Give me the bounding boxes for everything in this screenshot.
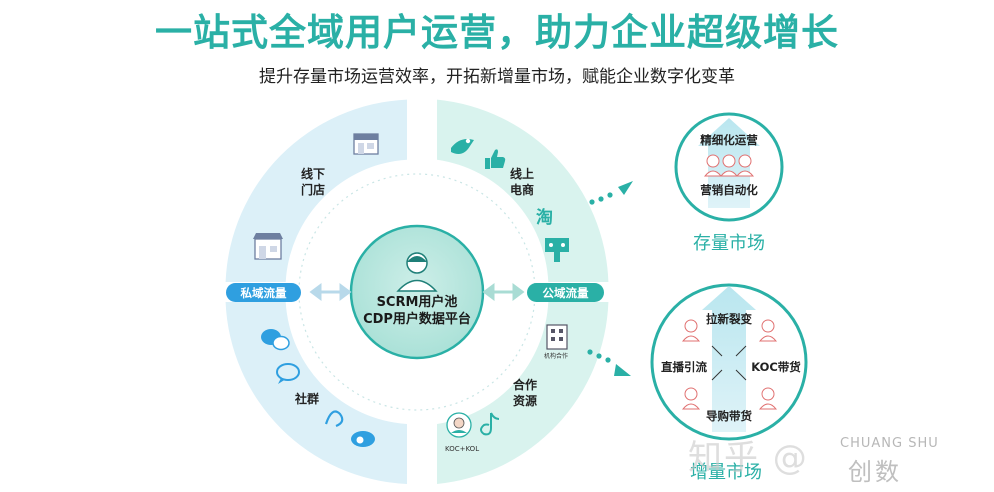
partner-resources-label-2: 资源 (513, 393, 537, 408)
koc-kol-label: KOC+KOL (445, 445, 479, 453)
tmall-icon (545, 238, 569, 262)
koc-kol-avatar-icon (446, 412, 472, 438)
building-icon (546, 324, 568, 350)
public-traffic-tag (527, 283, 604, 302)
zhihu-watermark: 知乎 @ (688, 438, 809, 478)
arrow-to-stock-market (589, 181, 633, 205)
page-title: 一站式全域用户运营，助力企业超级增长 (155, 11, 839, 54)
offline-store-label-1: 线下 (301, 166, 325, 181)
center-label-cdp: CDP用户数据平台 (363, 311, 471, 327)
wechat-icon (261, 329, 290, 351)
growth-right-label: KOC带货 (751, 360, 801, 374)
user-avatars-icon (681, 319, 778, 410)
brand-watermark-cn: 创数 (848, 458, 902, 486)
customer-group-icon (703, 154, 755, 177)
private-traffic-label: 私域流量 (241, 286, 287, 300)
right-double-arrow-icon (482, 283, 525, 301)
storefront-icon (353, 133, 379, 155)
growth-market-caption: 增量市场 (690, 462, 762, 483)
stock-top-label: 精细化运营 (700, 133, 758, 147)
page-subtitle: 提升存量市场运营效率，开拓新增量市场，赋能企业数字化变革 (259, 67, 735, 87)
tiktok-icon (480, 412, 500, 436)
online-ecommerce-label-2: 电商 (510, 182, 534, 197)
stock-bottom-label: 营销自动化 (700, 183, 758, 197)
arrow-to-growth-market (587, 349, 631, 376)
center-node (349, 224, 485, 360)
public-traffic-label: 公域流量 (543, 286, 589, 300)
growth-top-label: 拉新裂变 (706, 312, 752, 326)
bird-icon (451, 138, 474, 154)
online-ecommerce-label-1: 线上 (510, 166, 534, 181)
institution-cooperation-label: 机构合作 (544, 352, 568, 360)
social-group-label: 社群 (294, 391, 319, 406)
brand-watermark-en: CHUANG SHU (840, 436, 939, 451)
weibo-icon (351, 431, 375, 447)
chat-bubble-icon (276, 363, 300, 384)
converging-arrows-icon (711, 345, 747, 381)
stock-market-caption: 存量市场 (693, 233, 765, 254)
thumbs-up-icon (485, 149, 506, 169)
center-label-scrm: SCRM用户池 (377, 294, 458, 310)
taobao-icon: 淘 (536, 207, 553, 228)
growth-bottom-label: 导购带货 (706, 409, 752, 423)
partner-resources-label-1: 合作 (513, 377, 537, 392)
segment-online-ecommerce (437, 99, 609, 282)
offline-store-label-2: 门店 (301, 182, 325, 197)
left-double-arrow-icon (309, 283, 352, 301)
private-traffic-tag (226, 283, 301, 302)
growth-market-arrow (702, 286, 756, 432)
growth-left-label: 直播引流 (661, 360, 707, 374)
shop-icon (253, 233, 283, 260)
user-avatar-icon (396, 252, 438, 292)
miniapp-icon (324, 410, 344, 428)
